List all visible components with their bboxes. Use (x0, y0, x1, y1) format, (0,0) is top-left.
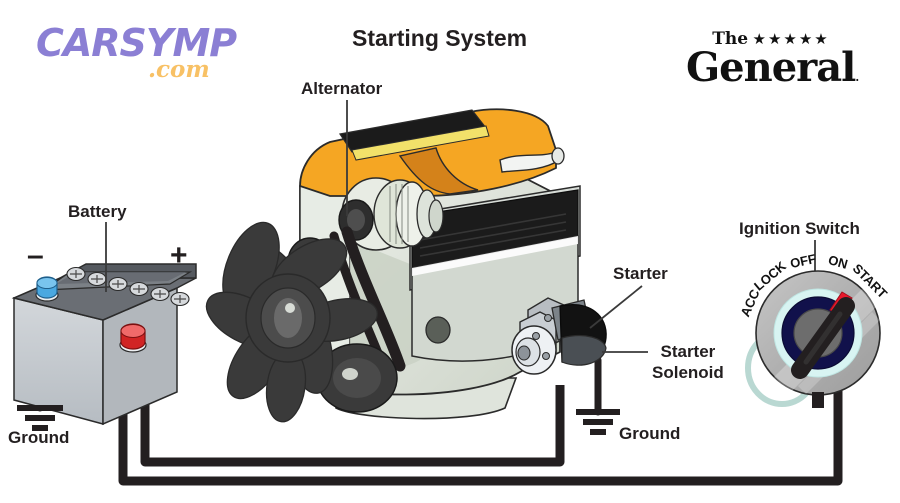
carsymp-logo[interactable]: CARSYMP .com (36, 21, 237, 83)
the-general-registered-mark: . (855, 71, 859, 84)
the-general-the-text: The (712, 29, 749, 49)
the-general-wordmark: General (686, 44, 856, 91)
battery-negative-terminal (35, 276, 59, 302)
ignition-switch-graphic[interactable] (745, 270, 881, 408)
alternator-graphic (338, 177, 444, 251)
ground-symbol-battery (17, 405, 63, 431)
starter-solenoid-graphic (559, 304, 607, 366)
label-starter: Starter (613, 264, 668, 283)
carsymp-logo-suffix: .com (148, 56, 210, 83)
the-general-logo[interactable]: The ★★★★★ General. (686, 30, 859, 97)
engine-graphic (205, 108, 581, 423)
battery-cell-caps (66, 266, 190, 307)
the-general-stars: ★★★★★ (752, 31, 830, 48)
switch-stem (812, 392, 824, 408)
the-general-main-text: General. (686, 48, 859, 97)
starter-motor-graphic (511, 297, 607, 375)
the-general-top-row: The ★★★★★ (686, 30, 856, 49)
battery-positive-terminal (119, 323, 147, 353)
ignition-key (791, 297, 855, 379)
drive-belt (341, 226, 406, 372)
label-starter-solenoid-line2: Solenoid (652, 363, 724, 382)
wire-battery-to-starter (140, 352, 565, 467)
wire-battery-to-ignition (118, 352, 843, 486)
wiring-harness (118, 352, 843, 486)
label-alternator: Alternator (301, 79, 383, 98)
battery-positive-sign: + (170, 239, 188, 272)
label-battery: Battery (68, 202, 127, 221)
label-ignition-switch: Ignition Switch (739, 219, 860, 238)
label-starter-solenoid-line1: Starter (660, 342, 716, 361)
battery-graphic (11, 263, 197, 426)
battery-negative-sign: – (27, 239, 44, 272)
crank-pulley (316, 343, 398, 413)
page-title: Starting System (352, 25, 528, 51)
ground-symbol-starter (576, 409, 620, 435)
leader-starter (589, 285, 643, 329)
label-starter-solenoid: Starter Solenoid (652, 341, 724, 383)
carsymp-logo-main: CARSYMP (36, 21, 237, 65)
label-ground-battery: Ground (8, 428, 70, 447)
label-ground-starter: Ground (619, 424, 681, 443)
